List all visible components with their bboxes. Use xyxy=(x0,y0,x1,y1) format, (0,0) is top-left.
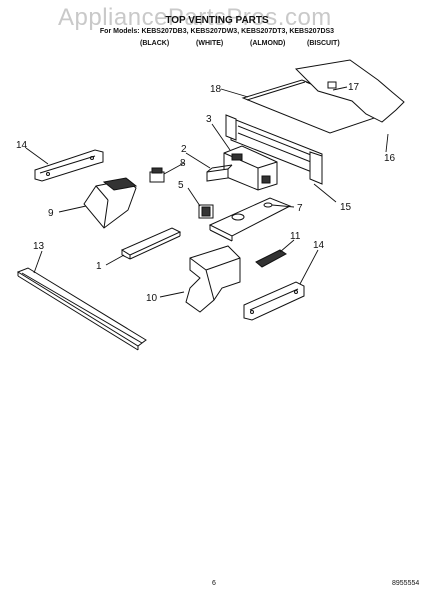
callout-7: 7 xyxy=(297,203,303,214)
callout-3: 3 xyxy=(206,114,212,125)
diagram-title: TOP VENTING PARTS xyxy=(165,15,269,26)
part-7-control-bracket xyxy=(208,197,292,242)
callout-8: 8 xyxy=(180,158,186,169)
part-14-left-bracket xyxy=(34,149,104,182)
part-5-connector xyxy=(198,204,214,219)
part-11-terminal-strip xyxy=(255,249,287,268)
callout-10: 10 xyxy=(146,293,158,304)
callout-9: 9 xyxy=(48,208,54,219)
part-8-switch xyxy=(149,167,165,183)
variant-label: (BLACK) xyxy=(140,40,170,47)
callout-18: 18 xyxy=(210,84,222,95)
callout-11: 11 xyxy=(290,231,301,242)
callout-16: 16 xyxy=(384,153,396,164)
part-13-trim-strip xyxy=(16,267,147,351)
part-10-bracket xyxy=(185,245,241,313)
part-3-blower-housing xyxy=(223,145,278,191)
model-list: For Models: KEBS207DB3, KEBS207DW3, KEBS… xyxy=(99,28,335,35)
callout-13: 13 xyxy=(33,241,45,252)
part-1-bar xyxy=(120,227,182,260)
page-number: 6 xyxy=(212,580,216,587)
variant-label: (WHITE) xyxy=(196,40,224,47)
part-16-cover-plate xyxy=(294,59,405,123)
diagram-id: 8955554 xyxy=(392,580,420,587)
callout-2: 2 xyxy=(181,144,187,155)
leader-lines xyxy=(25,86,389,298)
part-14-right-bracket xyxy=(243,281,305,321)
callout-5: 5 xyxy=(178,180,184,191)
callout-17: 17 xyxy=(348,82,360,93)
variant-label: (ALMOND) xyxy=(250,40,286,47)
part-3-vent-frame xyxy=(225,114,323,185)
callout-14-left: 14 xyxy=(16,140,28,151)
callout-15: 15 xyxy=(340,202,352,213)
part-9-duct xyxy=(83,177,138,229)
callout-1: 1 xyxy=(96,261,102,272)
part-2-block xyxy=(206,164,233,182)
callout-14-right: 14 xyxy=(313,240,325,251)
watermark: AppliancePartsPros.com xyxy=(58,4,332,31)
variant-label: (BISCUIT) xyxy=(307,40,340,47)
